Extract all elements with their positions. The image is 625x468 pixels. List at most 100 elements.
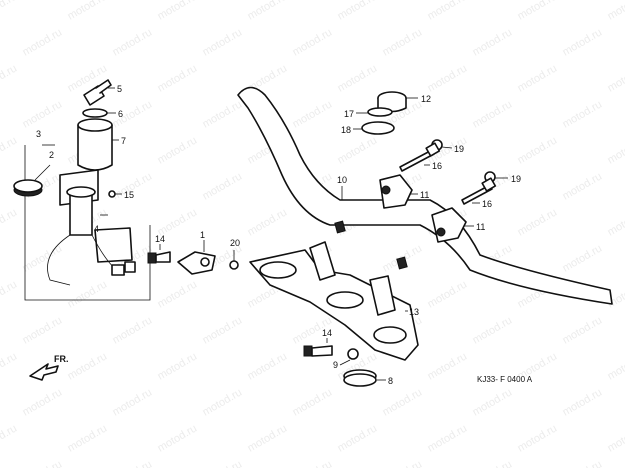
- callout-3: 3: [36, 129, 41, 139]
- watermark-text: motod.ru: [21, 98, 65, 130]
- watermark-text: motod.ru: [156, 0, 200, 23]
- front-direction-label: FR.: [54, 354, 69, 364]
- watermark-text: motod.ru: [471, 314, 515, 346]
- watermark-text: motod.ru: [156, 278, 200, 310]
- cap-part: [13, 179, 43, 197]
- washer-17-part: [367, 107, 393, 117]
- leader-2: [34, 164, 51, 181]
- watermark-text: motod.ru: [246, 422, 290, 454]
- bolt-16-upper-part: [399, 142, 441, 172]
- ring-part: [82, 108, 108, 118]
- watermark-text: motod.ru: [0, 350, 19, 382]
- watermark-text: motod.ru: [201, 170, 245, 202]
- watermark-text: motod.ru: [606, 0, 625, 23]
- rubber-18-part: [361, 121, 395, 135]
- watermark-text: motod.ru: [426, 278, 470, 310]
- callout-16-lower: 16: [482, 199, 492, 209]
- watermark-text: motod.ru: [606, 62, 625, 94]
- callout-10: 10: [337, 175, 347, 185]
- front-direction-arrow-icon: [29, 363, 59, 381]
- watermark-text: motod.ru: [291, 26, 335, 58]
- watermark-text: motod.ru: [606, 422, 625, 454]
- bolt-16-lower-part: [461, 177, 497, 205]
- watermark-text: motod.ru: [201, 314, 245, 346]
- watermark-text: motod.ru: [561, 26, 605, 58]
- watermark-text: motod.ru: [246, 206, 290, 238]
- nut-20-part: [229, 260, 239, 270]
- watermark-text: motod.ru: [66, 350, 110, 382]
- watermark-text: motod.ru: [21, 242, 65, 274]
- bracket-part: [177, 251, 216, 275]
- callout-16-upper: 16: [432, 161, 442, 171]
- diagram-code: KJ33- F 0400 A: [477, 375, 533, 384]
- callout-1: 1: [200, 230, 205, 240]
- watermark-text: motod.ru: [111, 458, 155, 468]
- watermark-text: motod.ru: [66, 0, 110, 23]
- watermark-text: motod.ru: [156, 62, 200, 94]
- callout-4: 4: [94, 224, 99, 234]
- callout-20: 20: [230, 238, 240, 248]
- watermark-text: motod.ru: [426, 422, 470, 454]
- watermark-text: motod.ru: [381, 386, 425, 418]
- ignition-switch-part: [47, 169, 136, 286]
- callout-8: 8: [388, 376, 393, 386]
- watermark-text: motod.ru: [561, 314, 605, 346]
- watermark-text: motod.ru: [0, 206, 19, 238]
- watermark-text: motod.ru: [606, 206, 625, 238]
- watermark-text: motod.ru: [0, 0, 19, 23]
- watermark-text: motod.ru: [21, 26, 65, 58]
- watermark-text: motod.ru: [471, 458, 515, 468]
- watermark-text: motod.ru: [336, 422, 380, 454]
- watermark-text: motod.ru: [336, 0, 380, 23]
- callout-12: 12: [421, 94, 431, 104]
- callout-5: 5: [117, 84, 122, 94]
- callout-2: 2: [49, 150, 54, 160]
- callout-17: 17: [344, 109, 354, 119]
- watermark-text: motod.ru: [291, 458, 335, 468]
- callout-19-upper: 19: [454, 144, 464, 154]
- watermark-text: motod.ru: [561, 98, 605, 130]
- watermark-text: motod.ru: [516, 422, 560, 454]
- watermark-text: motod.ru: [426, 62, 470, 94]
- watermark-text: motod.ru: [471, 26, 515, 58]
- watermark-text: motod.ru: [0, 422, 19, 454]
- watermark-text: motod.ru: [246, 0, 290, 23]
- callout-labels: 1 2 3 4 5 6 7 8 9 10 11 11 12 13 14 14 1…: [36, 84, 521, 386]
- watermark-text: motod.ru: [0, 134, 19, 166]
- watermark-text: motod.ru: [291, 98, 335, 130]
- watermark-text: motod.ru: [66, 278, 110, 310]
- watermark-text: motod.ru: [561, 170, 605, 202]
- watermark-text: motod.ru: [156, 422, 200, 454]
- screw-15-part: [108, 190, 116, 198]
- callout-6: 6: [118, 109, 123, 119]
- handlebar-part: [237, 86, 613, 305]
- watermark-text: motod.ru: [336, 134, 380, 166]
- watermark-text: motod.ru: [111, 26, 155, 58]
- callout-9: 9: [333, 360, 338, 370]
- watermark-text: motod.ru: [606, 134, 625, 166]
- watermark-text: motod.ru: [381, 26, 425, 58]
- callout-18: 18: [341, 125, 351, 135]
- watermark-text: motod.ru: [21, 314, 65, 346]
- watermark-text: motod.ru: [21, 458, 65, 468]
- watermark-text: motod.ru: [516, 134, 560, 166]
- watermark-text: motod.ru: [291, 386, 335, 418]
- callout-14-lower: 14: [322, 328, 332, 338]
- top-bridge-part: [249, 241, 419, 361]
- watermark-text: motod.ru: [381, 458, 425, 468]
- callout-7: 7: [121, 136, 126, 146]
- callout-14-upper: 14: [155, 234, 165, 244]
- watermark-text: motod.ru: [201, 26, 245, 58]
- watermark-text: motod.ru: [606, 350, 625, 382]
- bolt-14-lower-part: [303, 345, 333, 357]
- watermark-text: motod.ru: [21, 386, 65, 418]
- watermark-text: motod.ru: [516, 0, 560, 23]
- watermark-text: motod.ru: [66, 422, 110, 454]
- callout-11-upper: 11: [420, 190, 429, 200]
- bolt-14-upper-part: [147, 251, 171, 264]
- watermark-text: motod.ru: [561, 458, 605, 468]
- switch-cover-part: [77, 118, 113, 171]
- grommet-8-part: [343, 369, 377, 387]
- watermark-text: motod.ru: [426, 0, 470, 23]
